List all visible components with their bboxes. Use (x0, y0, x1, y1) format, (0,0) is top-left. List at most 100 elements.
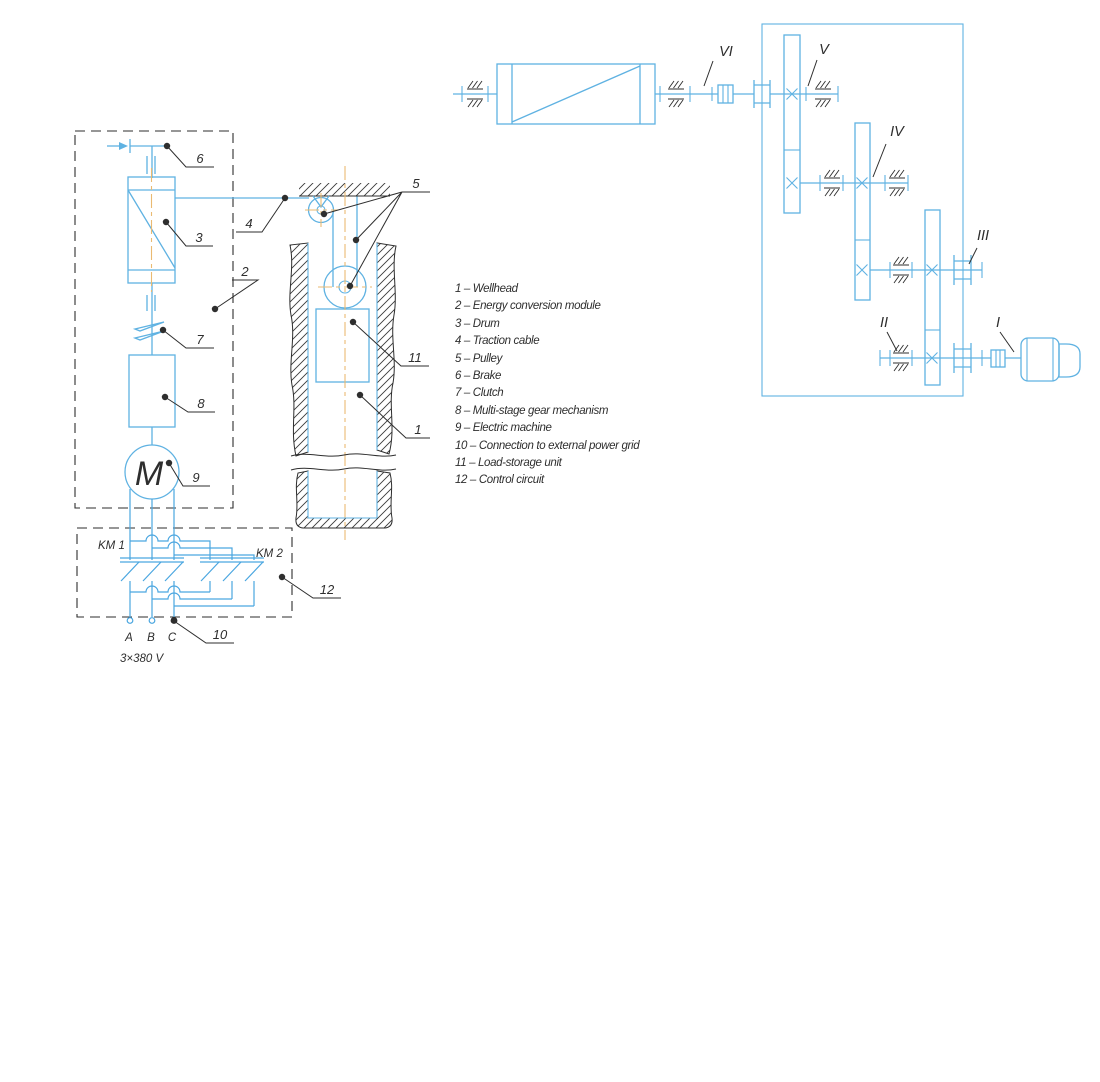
shaft-iii-assembly (870, 255, 983, 285)
callouts: 6 3 4 2 5 (159, 142, 430, 644)
legend-item: 4 – Traction cable (455, 335, 539, 347)
gear-mechanism-symbol (128, 354, 176, 428)
legend-item: 3 – Drum (455, 318, 500, 330)
legend-item: 10 – Connection to external power grid (455, 440, 640, 452)
callout-6: 6 (163, 142, 214, 168)
contactor-km1-label: KM 1 (98, 540, 125, 552)
svg-text:2: 2 (240, 264, 249, 279)
motor-letter: M (135, 455, 164, 493)
svg-text:8: 8 (197, 396, 205, 411)
svg-text:6: 6 (196, 151, 204, 166)
well-break-lines (290, 453, 397, 471)
gear-x-marks (785, 87, 939, 365)
callout-8: 8 (161, 393, 215, 413)
callout-1: 1 (356, 391, 430, 439)
schematic-diagram: M (74, 130, 430, 665)
legend-item: 6 – Brake (455, 370, 501, 382)
svg-text:7: 7 (196, 332, 204, 347)
contactor-linkage-bars (120, 557, 264, 563)
phase-c-label: C (168, 632, 177, 644)
clutch-symbol (132, 295, 165, 341)
contactor-km2-label: KM 2 (256, 548, 283, 560)
brake-symbol (107, 139, 168, 174)
gearbox-housing (761, 23, 964, 397)
kinematic-motor (1020, 337, 1081, 382)
shaft-iv-label: IV (890, 124, 905, 140)
svg-text:11: 11 (408, 350, 422, 365)
shaft-i-label: I (996, 315, 1000, 331)
well-lining-lines (307, 243, 378, 519)
callout-10: 10 (170, 617, 234, 644)
callout-2: 2 (211, 264, 260, 313)
callout-4: 4 (236, 194, 289, 233)
load-storage-unit (315, 308, 370, 383)
legend-item: 2 – Energy conversion module (454, 300, 601, 312)
shaft-labels: VI V IV III II I (703, 42, 1015, 353)
well-left-wall (289, 242, 309, 457)
contactor-feed-wires (129, 534, 255, 560)
legend: 1 – Wellhead 2 – Energy conversion modul… (454, 283, 641, 486)
upper-pulley (305, 193, 338, 227)
terminal-b (148, 617, 156, 624)
gear-block-1 (783, 34, 801, 214)
shaft-ii-assembly (879, 337, 1081, 382)
shaft-vi-ticks (461, 86, 839, 102)
legend-item: 7 – Clutch (455, 387, 503, 399)
phase-a-label: A (124, 632, 133, 644)
svg-text:5: 5 (412, 176, 420, 191)
control-circuit: KM 1 KM 2 A B C 3×380 V (76, 489, 293, 665)
shaft-ii-ticks (879, 350, 983, 366)
svg-text:3: 3 (195, 230, 203, 245)
shaft-ii-label: II (880, 315, 888, 331)
shaft-iv-ticks (819, 175, 909, 191)
shaft-iii-label: III (977, 228, 989, 244)
callout-7: 7 (159, 326, 214, 349)
callout-12: 12 (278, 573, 341, 599)
motor-end-cap (1058, 343, 1081, 378)
svg-text:9: 9 (192, 470, 199, 485)
callout-5: 5 (320, 176, 430, 290)
gear-block-2 (854, 122, 871, 301)
callout-3: 3 (162, 218, 213, 247)
phase-b-label: B (147, 632, 155, 644)
motor-symbol: M (124, 444, 180, 500)
well-bottom-section (295, 470, 393, 529)
kinematic-diagram: VI V IV III II I (453, 23, 1081, 397)
shaft-vi-label: VI (719, 44, 733, 60)
legend-item: 12 – Control circuit (455, 474, 545, 486)
well-walls (289, 242, 397, 529)
callout-11: 11 (349, 318, 429, 367)
coupling-vi (717, 84, 734, 104)
shaft-iv-assembly (800, 175, 909, 191)
legend-item: 5 – Pulley (455, 353, 504, 365)
energy-module-boundary (74, 130, 234, 509)
legend-item: 9 – Electric machine (455, 422, 552, 434)
legend-item: 8 – Multi-stage gear mechanism (455, 405, 609, 417)
control-circuit-boundary (76, 527, 293, 618)
gear-block-3 (924, 209, 941, 386)
kinematic-drum (496, 63, 656, 125)
motor-phase-wires (129, 489, 175, 555)
voltage-label: 3×380 V (120, 653, 164, 665)
coupling-i (990, 349, 1006, 368)
callout-9: 9 (165, 459, 210, 487)
shaft-vi-assembly (453, 80, 839, 108)
contactor-blades (120, 561, 264, 582)
drum-symbol (127, 168, 176, 292)
svg-text:4: 4 (245, 216, 252, 231)
legend-item: 11 – Load-storage unit (455, 457, 563, 469)
shaft-v-label: V (819, 42, 830, 58)
legend-item: 1 – Wellhead (455, 283, 519, 295)
brake-arrow-icon (119, 142, 128, 150)
contactor-output-wires (129, 581, 255, 617)
svg-text:12: 12 (320, 582, 335, 597)
well-right-wall (376, 242, 397, 455)
shaft-iii-ticks (889, 262, 983, 278)
flange-coupling-ii (953, 343, 972, 373)
flange-coupling-vi (753, 80, 771, 108)
terminal-a (126, 617, 134, 624)
svg-text:10: 10 (213, 627, 228, 642)
flange-coupling-iii (953, 255, 972, 285)
